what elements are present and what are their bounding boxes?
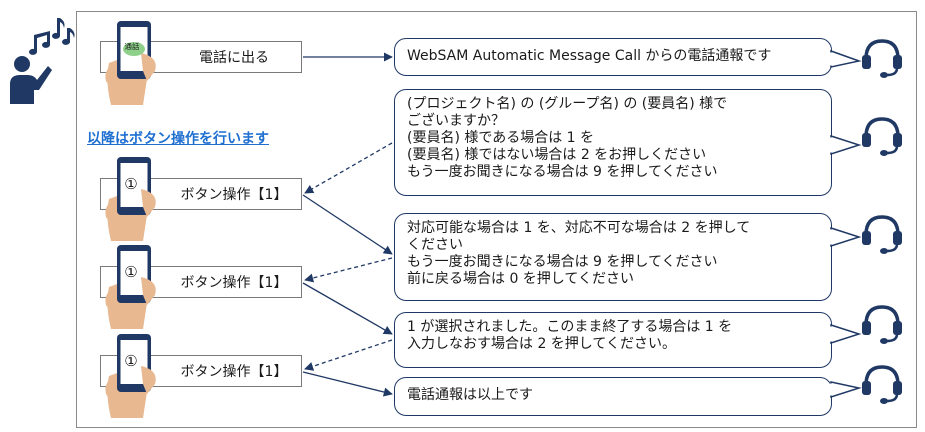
bubble-tail <box>829 49 862 68</box>
key-glyph: ① <box>124 352 138 370</box>
message-line: (プロジェクト名) の (グループ名) の (要員名) 様で <box>407 96 728 112</box>
answer-call-label: 電話に出る <box>199 50 269 66</box>
button-step-label: ボタン操作【1】 <box>180 275 288 291</box>
smartphone-hand-icon <box>105 157 156 241</box>
headset-icon <box>862 117 902 156</box>
message-line: (要員名) 様である場合は 1 を <box>407 130 595 146</box>
message-bubble: 1 が選択されました。このまま終了する場合は 1 を 入力しなおす場合は 2 を… <box>394 312 862 368</box>
message-line: 対応可能な場合は 1 を、対応不可な場合は 2 を押して <box>407 220 751 236</box>
bubble-tail <box>829 323 862 345</box>
message-line: (要員名) 様ではない場合は 2 をお押しください <box>407 147 707 163</box>
message-line: WebSAM Automatic Message Call からの電話通報です <box>407 48 772 64</box>
message-line: もう一度お聞きになる場合は 9 を押してください <box>407 164 718 180</box>
message-line: 電話通報は以上です <box>407 387 533 403</box>
message-line: ください <box>407 237 463 253</box>
answer-phone-badge: 通話 <box>124 42 140 51</box>
key-glyph: ① <box>124 175 138 193</box>
bubble-tail <box>829 134 862 156</box>
diagram-frame <box>76 11 917 428</box>
key-glyph: ① <box>124 263 138 281</box>
headset-icon <box>862 215 902 254</box>
message-line: ございますか？ <box>407 113 505 129</box>
message-line: 前に戻る場合は 0 を押してください <box>407 271 634 287</box>
smartphone-hand-icon <box>105 245 156 329</box>
bubble-tail <box>829 381 862 399</box>
message-bubble: WebSAM Automatic Message Call からの電話通報です <box>394 38 862 76</box>
button-step-label: ボタン操作【1】 <box>180 187 288 203</box>
headset-icon <box>862 305 902 344</box>
instruction-text: 以降はボタン操作を行います <box>87 131 269 147</box>
person-listening-icon <box>10 18 75 104</box>
message-line: もう一度お聞きになる場合は 9 を押してください <box>407 254 718 270</box>
message-bubble: 電話通報は以上です <box>394 377 862 416</box>
message-line: 入力しなおす場合は 2 を押してください。 <box>407 336 676 352</box>
smartphone-hand-icon <box>105 21 156 105</box>
answer-call-box: 電話に出る <box>100 41 302 73</box>
headset-icon <box>862 365 902 404</box>
bubble-tail <box>829 226 862 248</box>
smartphone-hand-icon <box>105 334 156 418</box>
music-notes-icon <box>29 18 75 55</box>
headset-icon <box>862 39 902 78</box>
message-bubble: 対応可能な場合は 1 を、対応不可な場合は 2 を押して ください もう一度お聞… <box>394 213 862 301</box>
button-step-label: ボタン操作【1】 <box>180 364 288 380</box>
message-bubble: (プロジェクト名) の (グループ名) の (要員名) 様で ございますか？ (… <box>394 89 862 196</box>
message-line: 1 が選択されました。このまま終了する場合は 1 を <box>407 319 733 335</box>
